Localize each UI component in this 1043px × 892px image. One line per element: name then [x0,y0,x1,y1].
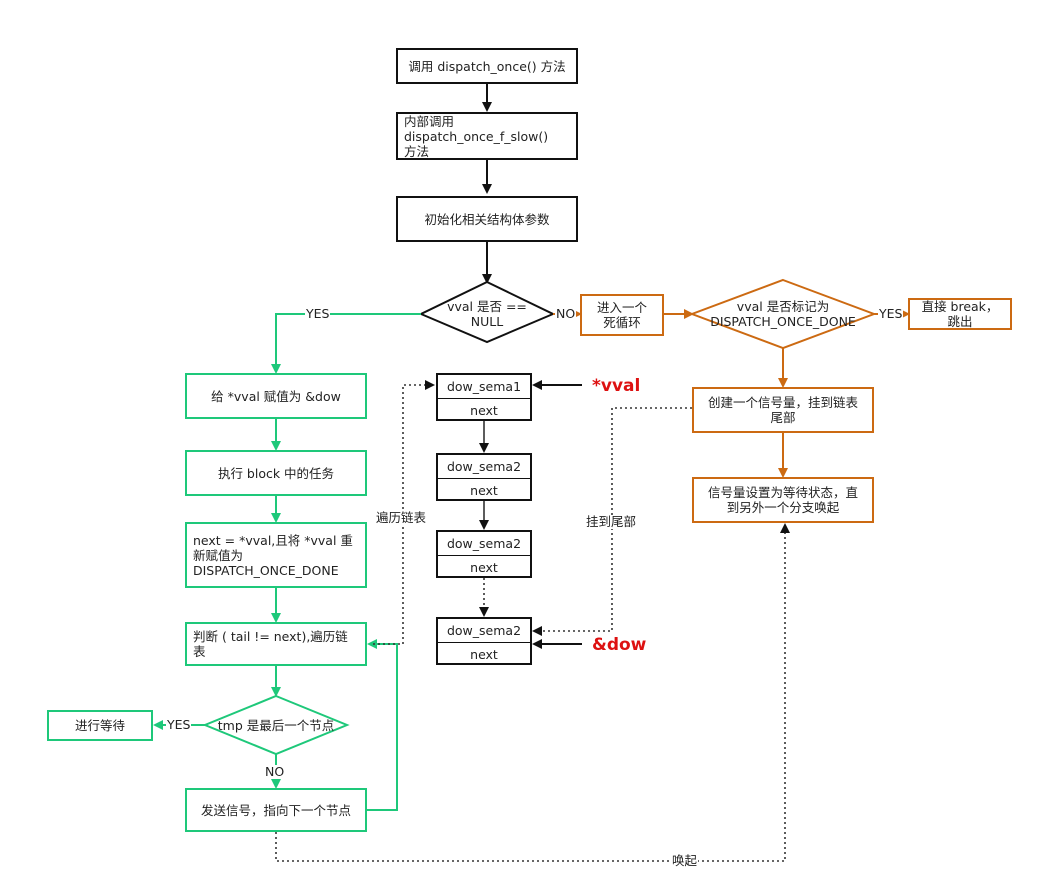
list-node-3: dow_sema2 next [436,530,532,578]
box-judge-tail: 判断 ( tail != next),遍历链 表 [185,622,367,666]
label-yes-left: YES [305,306,331,321]
node-next: next [470,402,498,418]
arrow-wake-dotted [275,523,790,862]
list-node-2: dow_sema2 next [436,453,532,501]
box-init-params: 初始化相关结构体参数 [396,196,578,242]
label-traverse-list: 遍历链表 [375,510,428,525]
label-no-right: NO [555,306,577,321]
list-node-4: dow_sema2 next [436,617,532,665]
node-name: dow_sema2 [438,455,530,479]
pointer-dow-label: &dow [592,635,647,655]
node-name: dow_sema2 [438,619,530,643]
node-next: next [470,482,498,498]
label-attach-tail: 挂到尾部 [585,514,638,529]
node-name: dow_sema2 [438,532,530,556]
arrow-traverse-dotted [373,380,435,645]
box-create-semaphore: 创建一个信号量，挂到链表 尾部 [692,387,874,433]
arrow-send-loop-back [366,639,398,811]
diamond-text-vval-done: vval 是否标记为 DISPATCH_ONCE_DONE [710,299,856,329]
box-send-signal: 发送信号，指向下一个节点 [185,788,367,832]
box-call-once-slow: 内部调用 dispatch_once_f_slow() 方法 [396,112,578,160]
label-yes-right: YES [878,306,904,321]
label-yes-wait: YES [166,717,192,732]
box-exec-block: 执行 block 中的任务 [185,450,367,496]
list-node-1: dow_sema1 next [436,373,532,421]
node-next: next [470,646,498,662]
box-next-assign: next = *vval,且将 *vval 重 新赋值为 DISPATCH_ON… [185,522,367,588]
box-dead-loop: 进入一个 死循环 [580,294,664,336]
box-direct-break: 直接 break， 跳出 [908,298,1012,330]
box-semaphore-wait: 信号量设置为等待状态，直 到另外一个分支唤起 [692,477,874,523]
label-no-down: NO [264,764,286,779]
node-name: dow_sema1 [438,375,530,399]
node-next: next [470,559,498,575]
box-wait: 进行等待 [47,710,153,741]
pointer-vval-label: *vval [592,376,641,396]
diamond-text-tmp-last: tmp 是最后一个节点 [217,718,335,733]
box-call-dispatch-once: 调用 dispatch_once() 方法 [396,48,578,84]
diamond-text-vval-null: vval 是否 == NULL [447,299,527,329]
label-wake: 唤起 [671,853,699,868]
arrow-yes-to-assign [271,313,421,374]
diamond-vval-null [418,280,556,344]
box-assign-dow: 给 *vval 赋值为 &dow [185,373,367,419]
